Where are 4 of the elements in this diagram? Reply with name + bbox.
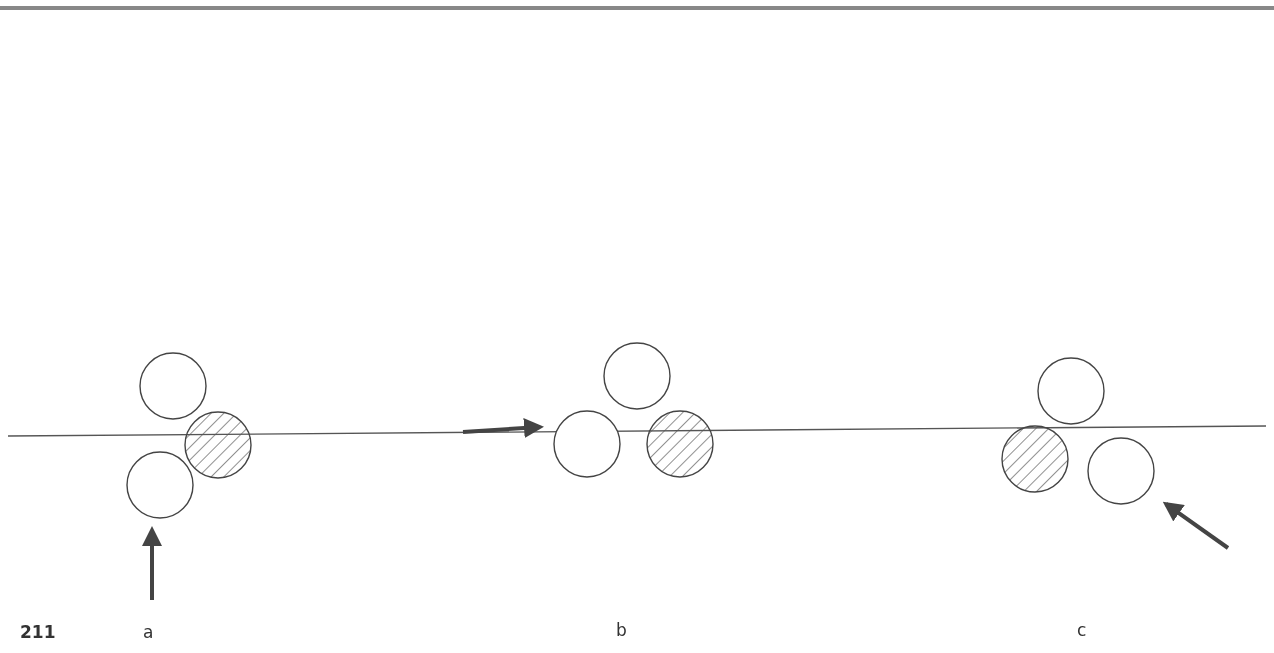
panel-label: a bbox=[143, 622, 154, 642]
panel-label: b bbox=[616, 620, 627, 640]
figure-number: 211 bbox=[20, 622, 56, 642]
panel-label: c bbox=[1077, 620, 1087, 640]
